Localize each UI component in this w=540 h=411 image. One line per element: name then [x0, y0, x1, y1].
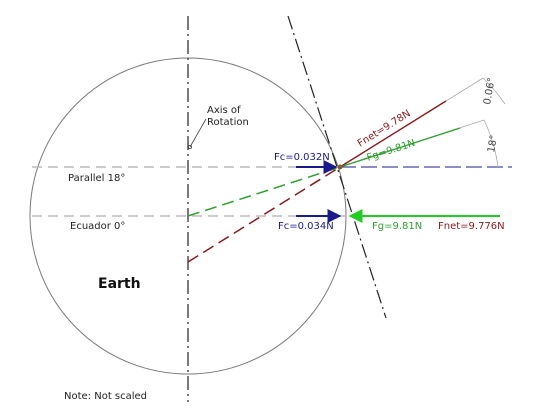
axis-label-line2: Rotation [207, 117, 249, 128]
earth-label: Earth [98, 276, 141, 292]
angle-18-label: 18° [486, 134, 500, 153]
gravity-direction-line [187, 166, 341, 217]
parallel-label: Parallel 18° [68, 173, 125, 184]
axis-leader-dot [187, 144, 192, 149]
fc-bottom-label: Fc=0.034N [278, 221, 334, 232]
fg-top-vector [339, 127, 461, 168]
angle-small-label: 0.06° [482, 77, 498, 106]
axis-label-line1: Axis of [207, 105, 241, 116]
position-point [337, 164, 343, 170]
fnet-top-vector [339, 100, 447, 168]
net-direction-line [187, 166, 341, 263]
note-label: Note: Not scaled [64, 391, 147, 402]
axis-leader-line [189, 118, 207, 148]
fc-top-label: Fc=0.032N [274, 152, 330, 163]
tangent-line [287, 15, 387, 319]
fg-bottom-label: Fg=9.81N [372, 221, 422, 232]
angle-arc-small [482, 77, 506, 105]
fnet-bottom-label: Fnet=9.776N [438, 221, 505, 232]
angle-arc-18 [483, 119, 499, 168]
equator-label: Ecuador 0° [70, 221, 125, 232]
